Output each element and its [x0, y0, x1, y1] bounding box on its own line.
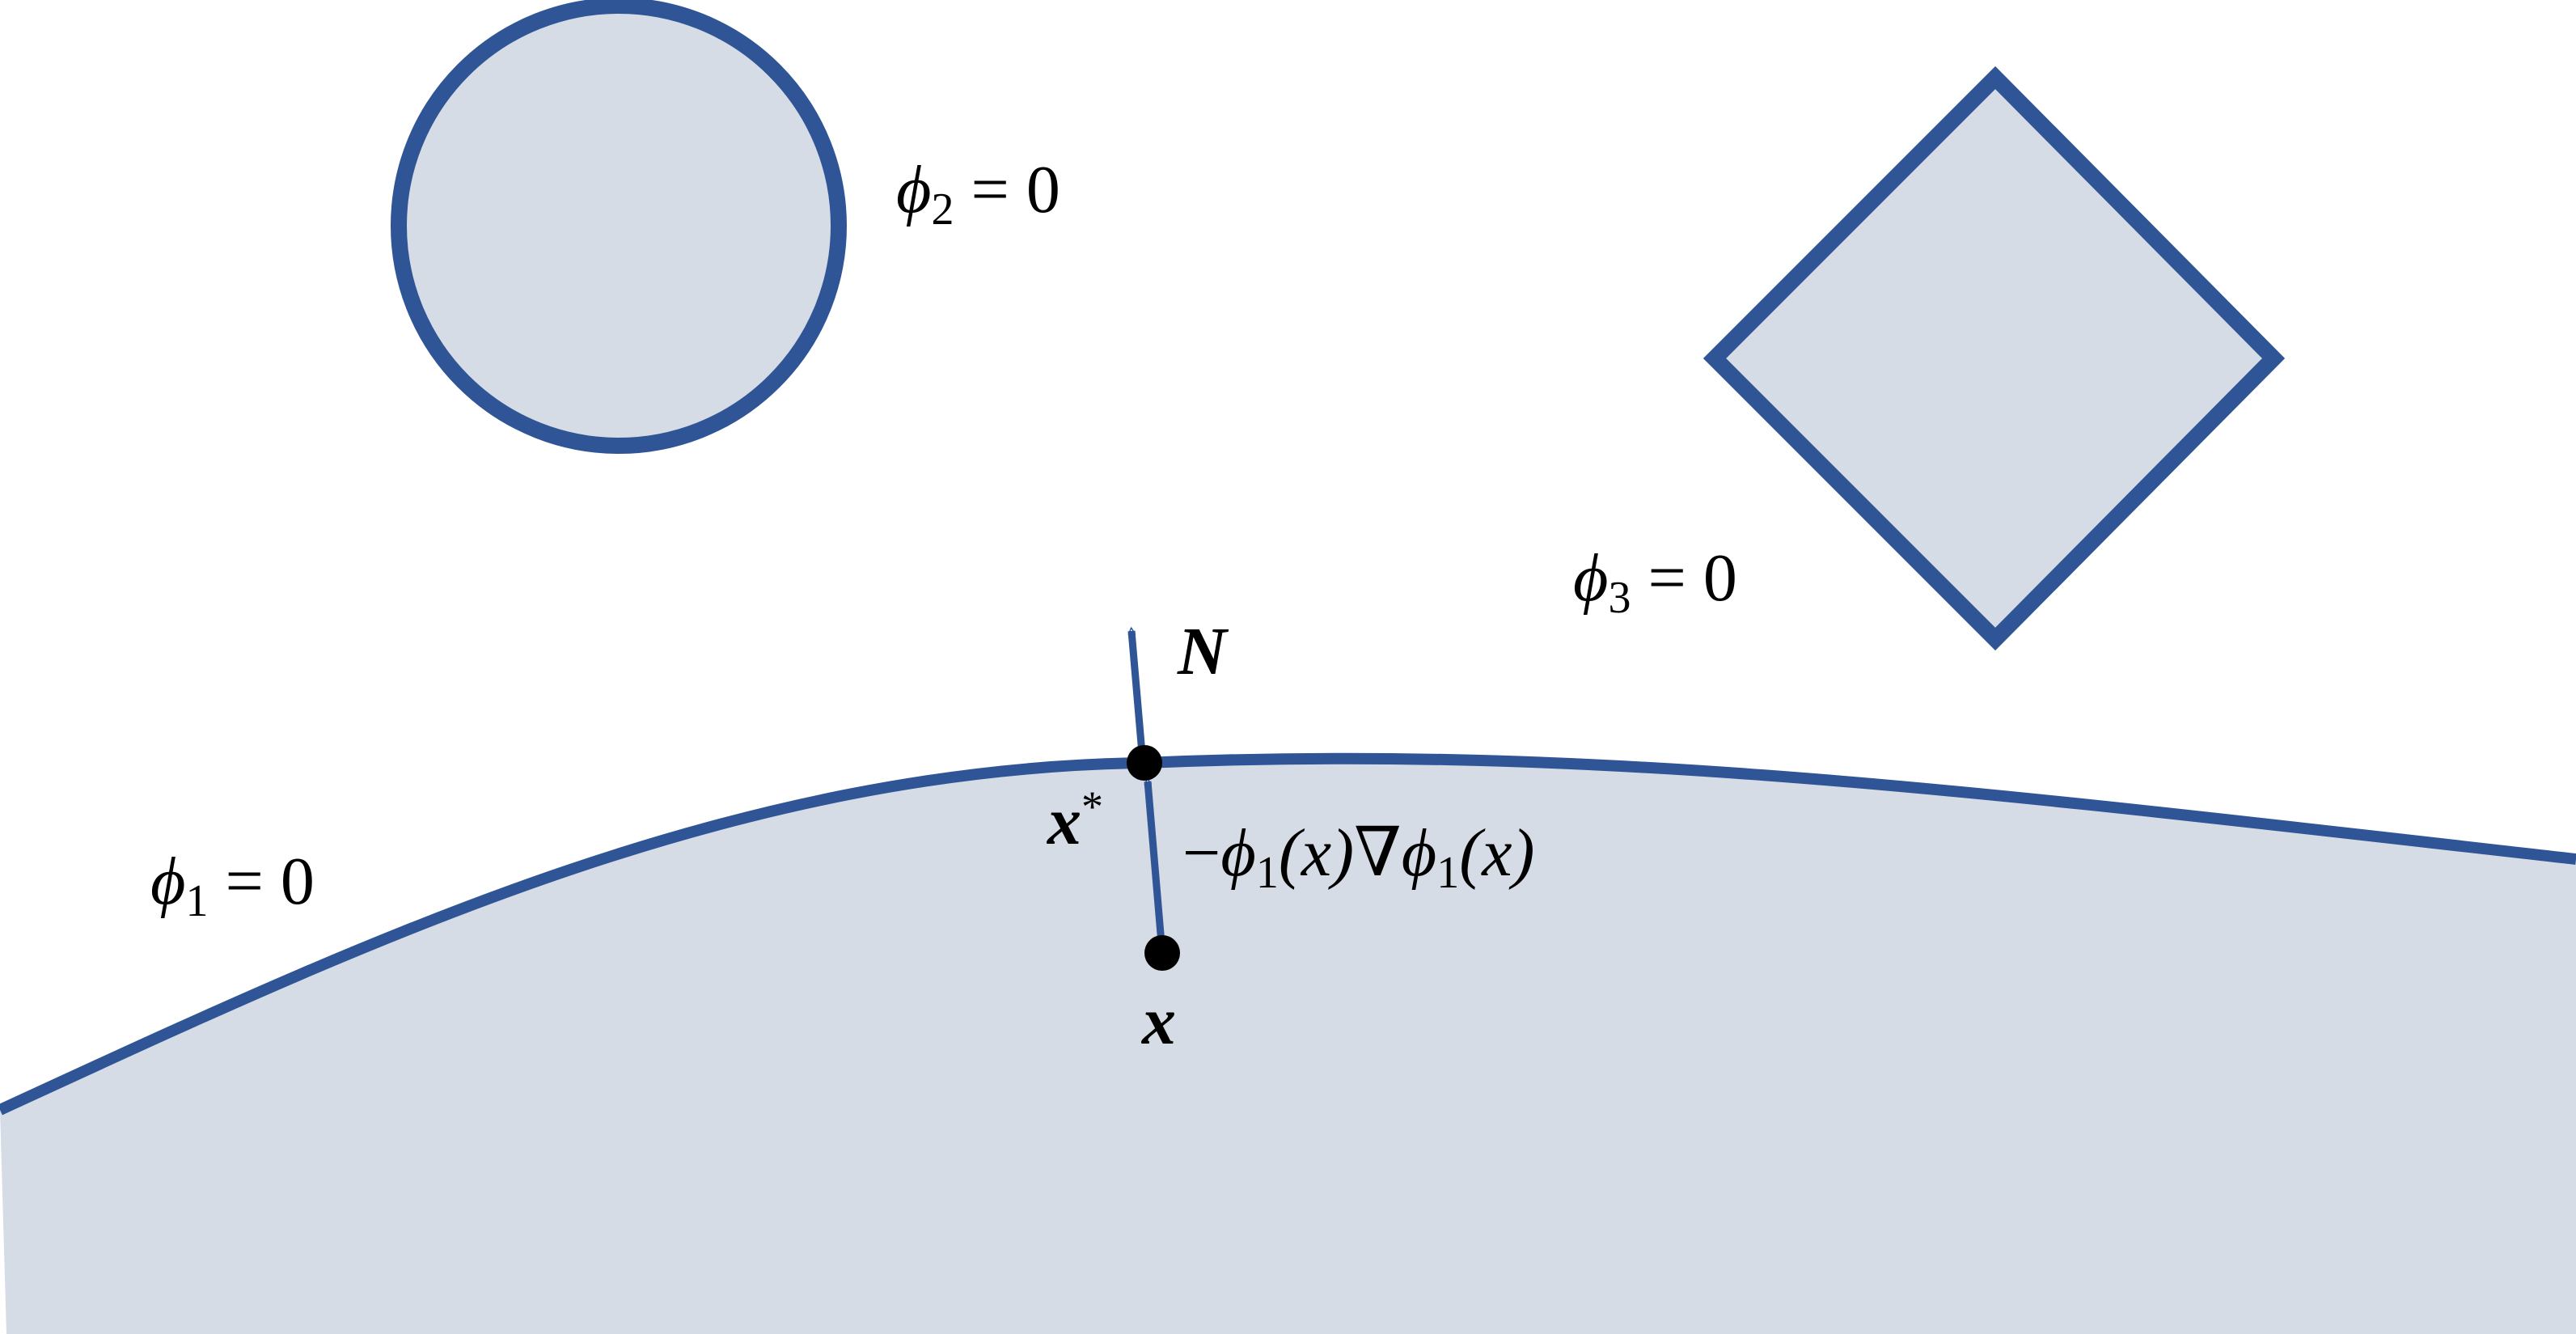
projection-label: −ϕ1(x)∇ϕ1(x)	[1182, 815, 1534, 898]
surface-boundary-curve	[0, 752, 2576, 1116]
diamond-obstacle	[1703, 66, 2286, 651]
phi2-label: ϕ2 = 0	[896, 152, 1060, 235]
normal-arrow	[1127, 627, 1147, 764]
phi3-label: ϕ3 = 0	[1573, 540, 1737, 623]
phi1-label: ϕ1 = 0	[150, 844, 315, 926]
closest-point-dot	[1127, 745, 1162, 781]
query-point-label: x	[1140, 984, 1176, 1059]
normal-label: N	[1177, 614, 1229, 689]
closest-point-label: x*	[1046, 782, 1103, 859]
projection-arrow	[1144, 777, 1166, 954]
query-point-dot	[1144, 935, 1180, 971]
circle-obstacle	[391, 0, 847, 454]
surface-region	[0, 758, 2576, 1334]
